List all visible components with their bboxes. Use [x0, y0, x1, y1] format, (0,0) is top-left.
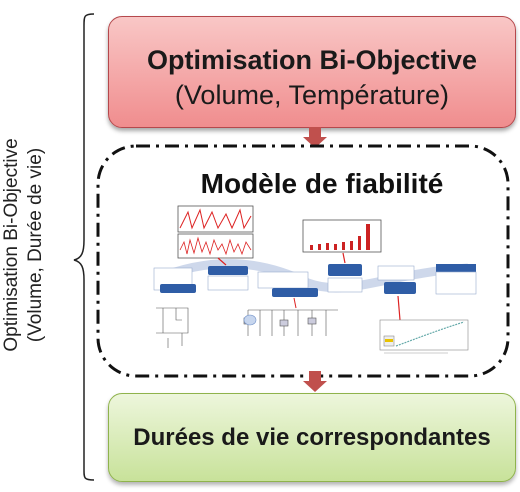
- down-arrow-icon: [303, 127, 327, 148]
- electro-thermal-block: [272, 288, 318, 297]
- middle-box-title: Modèle de fiabilité: [200, 168, 444, 199]
- cycle-distribution-chart: [302, 219, 382, 253]
- reliability-curve: [379, 319, 469, 354]
- mission-profile-chart: [177, 205, 254, 259]
- reliability-model-frame: [96, 144, 510, 378]
- thermal-model: [243, 309, 338, 336]
- side-label-line1: Optimisation Bi-Objective: [1, 138, 22, 352]
- side-label-line2: (Volume, Durée de vie): [25, 147, 46, 343]
- circuit-schematic: [156, 307, 189, 348]
- curly-brace: [73, 13, 95, 481]
- cycle-reduction-block: [328, 264, 362, 276]
- down-arrow-icon: [303, 371, 327, 392]
- bottom-box: Durées de vie correspondantes: [108, 393, 516, 482]
- side-label: Optimisation Bi-Objective (Volume, Durée…: [0, 65, 60, 425]
- top-box-subtitle: (Volume, Température): [174, 80, 450, 110]
- bottom-box-title: Durées de vie correspondantes: [133, 424, 491, 451]
- reliability-model-block: [384, 282, 416, 294]
- specifications-block: [160, 284, 196, 293]
- reliability-diagram: [153, 205, 477, 354]
- top-box: Optimisation Bi-Objective (Volume, Tempé…: [108, 16, 516, 128]
- mission-profil-block: [208, 266, 248, 275]
- results-block: [436, 264, 476, 272]
- top-box-title: Optimisation Bi-Objective: [146, 45, 478, 75]
